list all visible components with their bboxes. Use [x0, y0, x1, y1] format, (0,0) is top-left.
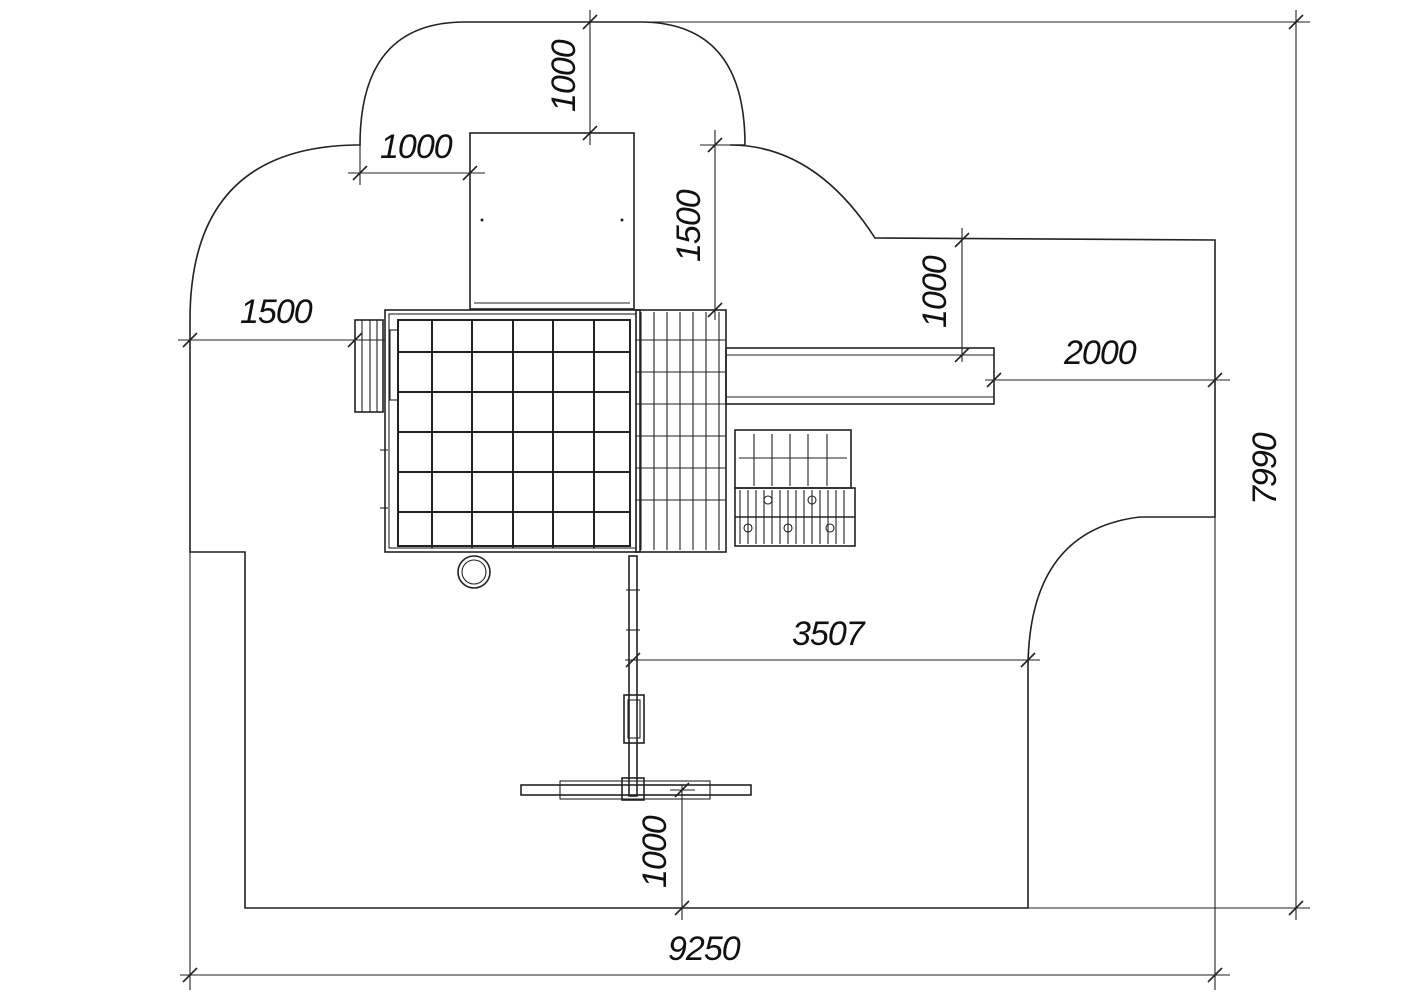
top-slide-zone: [469, 132, 635, 310]
swing-seat: [623, 694, 645, 744]
small-tower: [734, 429, 856, 547]
dim-slide-end-clearance: 2000: [1063, 334, 1137, 372]
climbing-net-grid: [397, 319, 631, 548]
plank-deck: [635, 309, 727, 553]
dim-north-clearance: 1000: [545, 39, 583, 112]
dim-north-gap: 1000: [380, 128, 453, 166]
dimension-lines: [178, 10, 1310, 990]
dim-swing-clearance: 1000: [636, 815, 674, 888]
dim-slide-side-clearance: 1000: [916, 255, 954, 328]
climbing-ladder: [354, 319, 399, 413]
safety-zone-outline: [189, 21, 1216, 909]
dim-overall-width: 9250: [668, 930, 741, 968]
dim-beam-length: 3507: [792, 615, 866, 653]
dim-overall-height: 7990: [1246, 432, 1284, 505]
dim-west-clearance: 1500: [240, 293, 313, 331]
main-platform: [380, 309, 641, 589]
steering-wheel-icon: [457, 555, 491, 589]
slide: [725, 347, 995, 405]
dimension-labels: 9250 7990 1500 1000 1000 1500 1000 2000 …: [240, 39, 1284, 968]
swing-beam: [520, 555, 752, 801]
swing-seat-wide: [520, 784, 752, 796]
dim-east-tower-clearance: 1500: [670, 189, 708, 262]
